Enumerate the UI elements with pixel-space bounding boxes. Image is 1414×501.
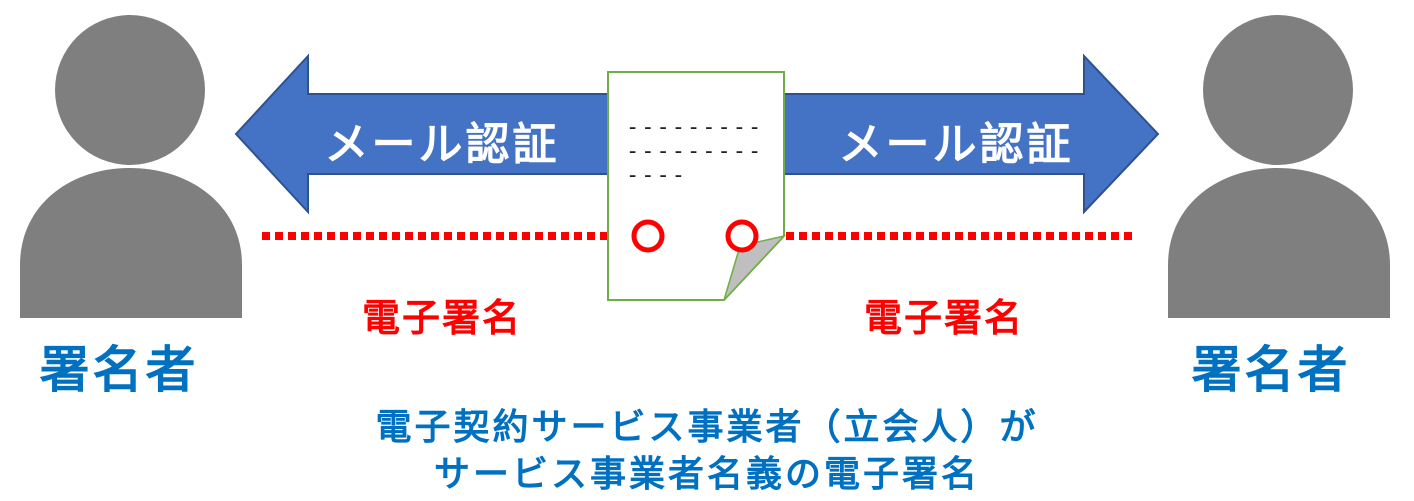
left-arrow-shape [234, 53, 609, 215]
caption-line-1: 電子契約サービス事業者（立会人）が [375, 407, 1039, 448]
left-signature-label: 電子署名 [361, 296, 522, 340]
caption-line-2: サービス事業者名義の電子署名 [433, 454, 980, 495]
right-person-icon [1168, 15, 1390, 318]
right-signature-label: 電子署名 [863, 296, 1024, 340]
right-arrow-shape [783, 53, 1160, 215]
right-signature-seal-icon [725, 219, 759, 253]
right-person-label: 署名者 [1191, 341, 1351, 399]
left-person-label: 署名者 [39, 341, 199, 399]
right-arrow-label: メール認証 [838, 119, 1074, 170]
left-person-icon [20, 15, 242, 318]
left-signature-seal-icon [631, 219, 665, 253]
left-arrow-label: メール認証 [324, 119, 560, 170]
document-line: ---- [626, 163, 687, 188]
document-line: --------- [626, 115, 764, 140]
document-line: --------- [626, 139, 764, 164]
